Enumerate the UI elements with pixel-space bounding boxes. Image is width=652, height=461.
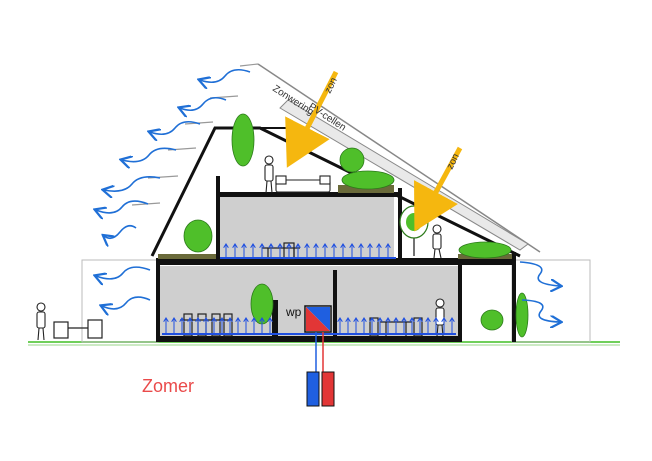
- air-flow-arrow: [96, 266, 151, 279]
- air-flow-arrow: [102, 296, 151, 309]
- plant-roof-garden: [341, 170, 395, 190]
- plant-outdoor-bush: [480, 309, 504, 331]
- hot-pipe: [321, 371, 335, 407]
- wall-left-ground: [156, 258, 160, 342]
- air-flow-arrow: [150, 120, 201, 135]
- plant-roof-top: [339, 147, 365, 173]
- heat-pump: [304, 305, 332, 333]
- sun-label-1: zon: [323, 76, 340, 95]
- upper-room-right: [338, 196, 394, 260]
- sun-label-2: zon: [445, 152, 462, 171]
- air-flow-arrow: [521, 299, 560, 322]
- air-flow-arrow: [180, 96, 227, 111]
- air-flow-arrow: [519, 261, 560, 286]
- left-canopy-frame: [81, 259, 159, 343]
- ground-slab: [156, 336, 462, 342]
- sofa: [275, 175, 331, 193]
- air-flow-arrow: [104, 176, 161, 191]
- top-slab: [216, 192, 402, 197]
- wall-mid-ground: [333, 270, 337, 340]
- wall-far-right: [512, 252, 516, 342]
- plant-outdoor-tall: [515, 292, 529, 338]
- plants: [183, 113, 529, 338]
- sun-arrow-2: [414, 146, 463, 232]
- heat-pump-label: wp: [285, 305, 302, 319]
- floor-heating-arrows: [166, 245, 452, 333]
- wall-right-ground: [458, 262, 462, 342]
- sunshade-line: [257, 63, 541, 253]
- plant-terrace: [458, 241, 512, 259]
- wall-core: [272, 300, 278, 336]
- plant-left-ledge: [183, 219, 213, 253]
- air-flow-arrow: [104, 224, 137, 239]
- person-outdoor: [36, 302, 46, 341]
- air-flow-arrow: [200, 68, 251, 83]
- airflow-arrows: [96, 68, 560, 322]
- person-roof: [264, 155, 274, 194]
- middle-slab: [156, 258, 516, 265]
- plant-ground-left: [250, 283, 274, 325]
- plant-roof-left: [231, 113, 255, 167]
- table-chairs-outdoor: [53, 319, 103, 339]
- sun-arrow-1: [285, 70, 339, 168]
- season-title: Zomer: [142, 376, 194, 396]
- upper-room-left: [220, 196, 338, 260]
- left-ledge-garden: [158, 254, 216, 259]
- person-terrace: [432, 224, 442, 259]
- air-flow-arrow: [96, 200, 149, 213]
- wall-left-upper: [216, 176, 220, 262]
- air-flow-arrow: [122, 147, 177, 161]
- cold-pipe: [306, 371, 320, 407]
